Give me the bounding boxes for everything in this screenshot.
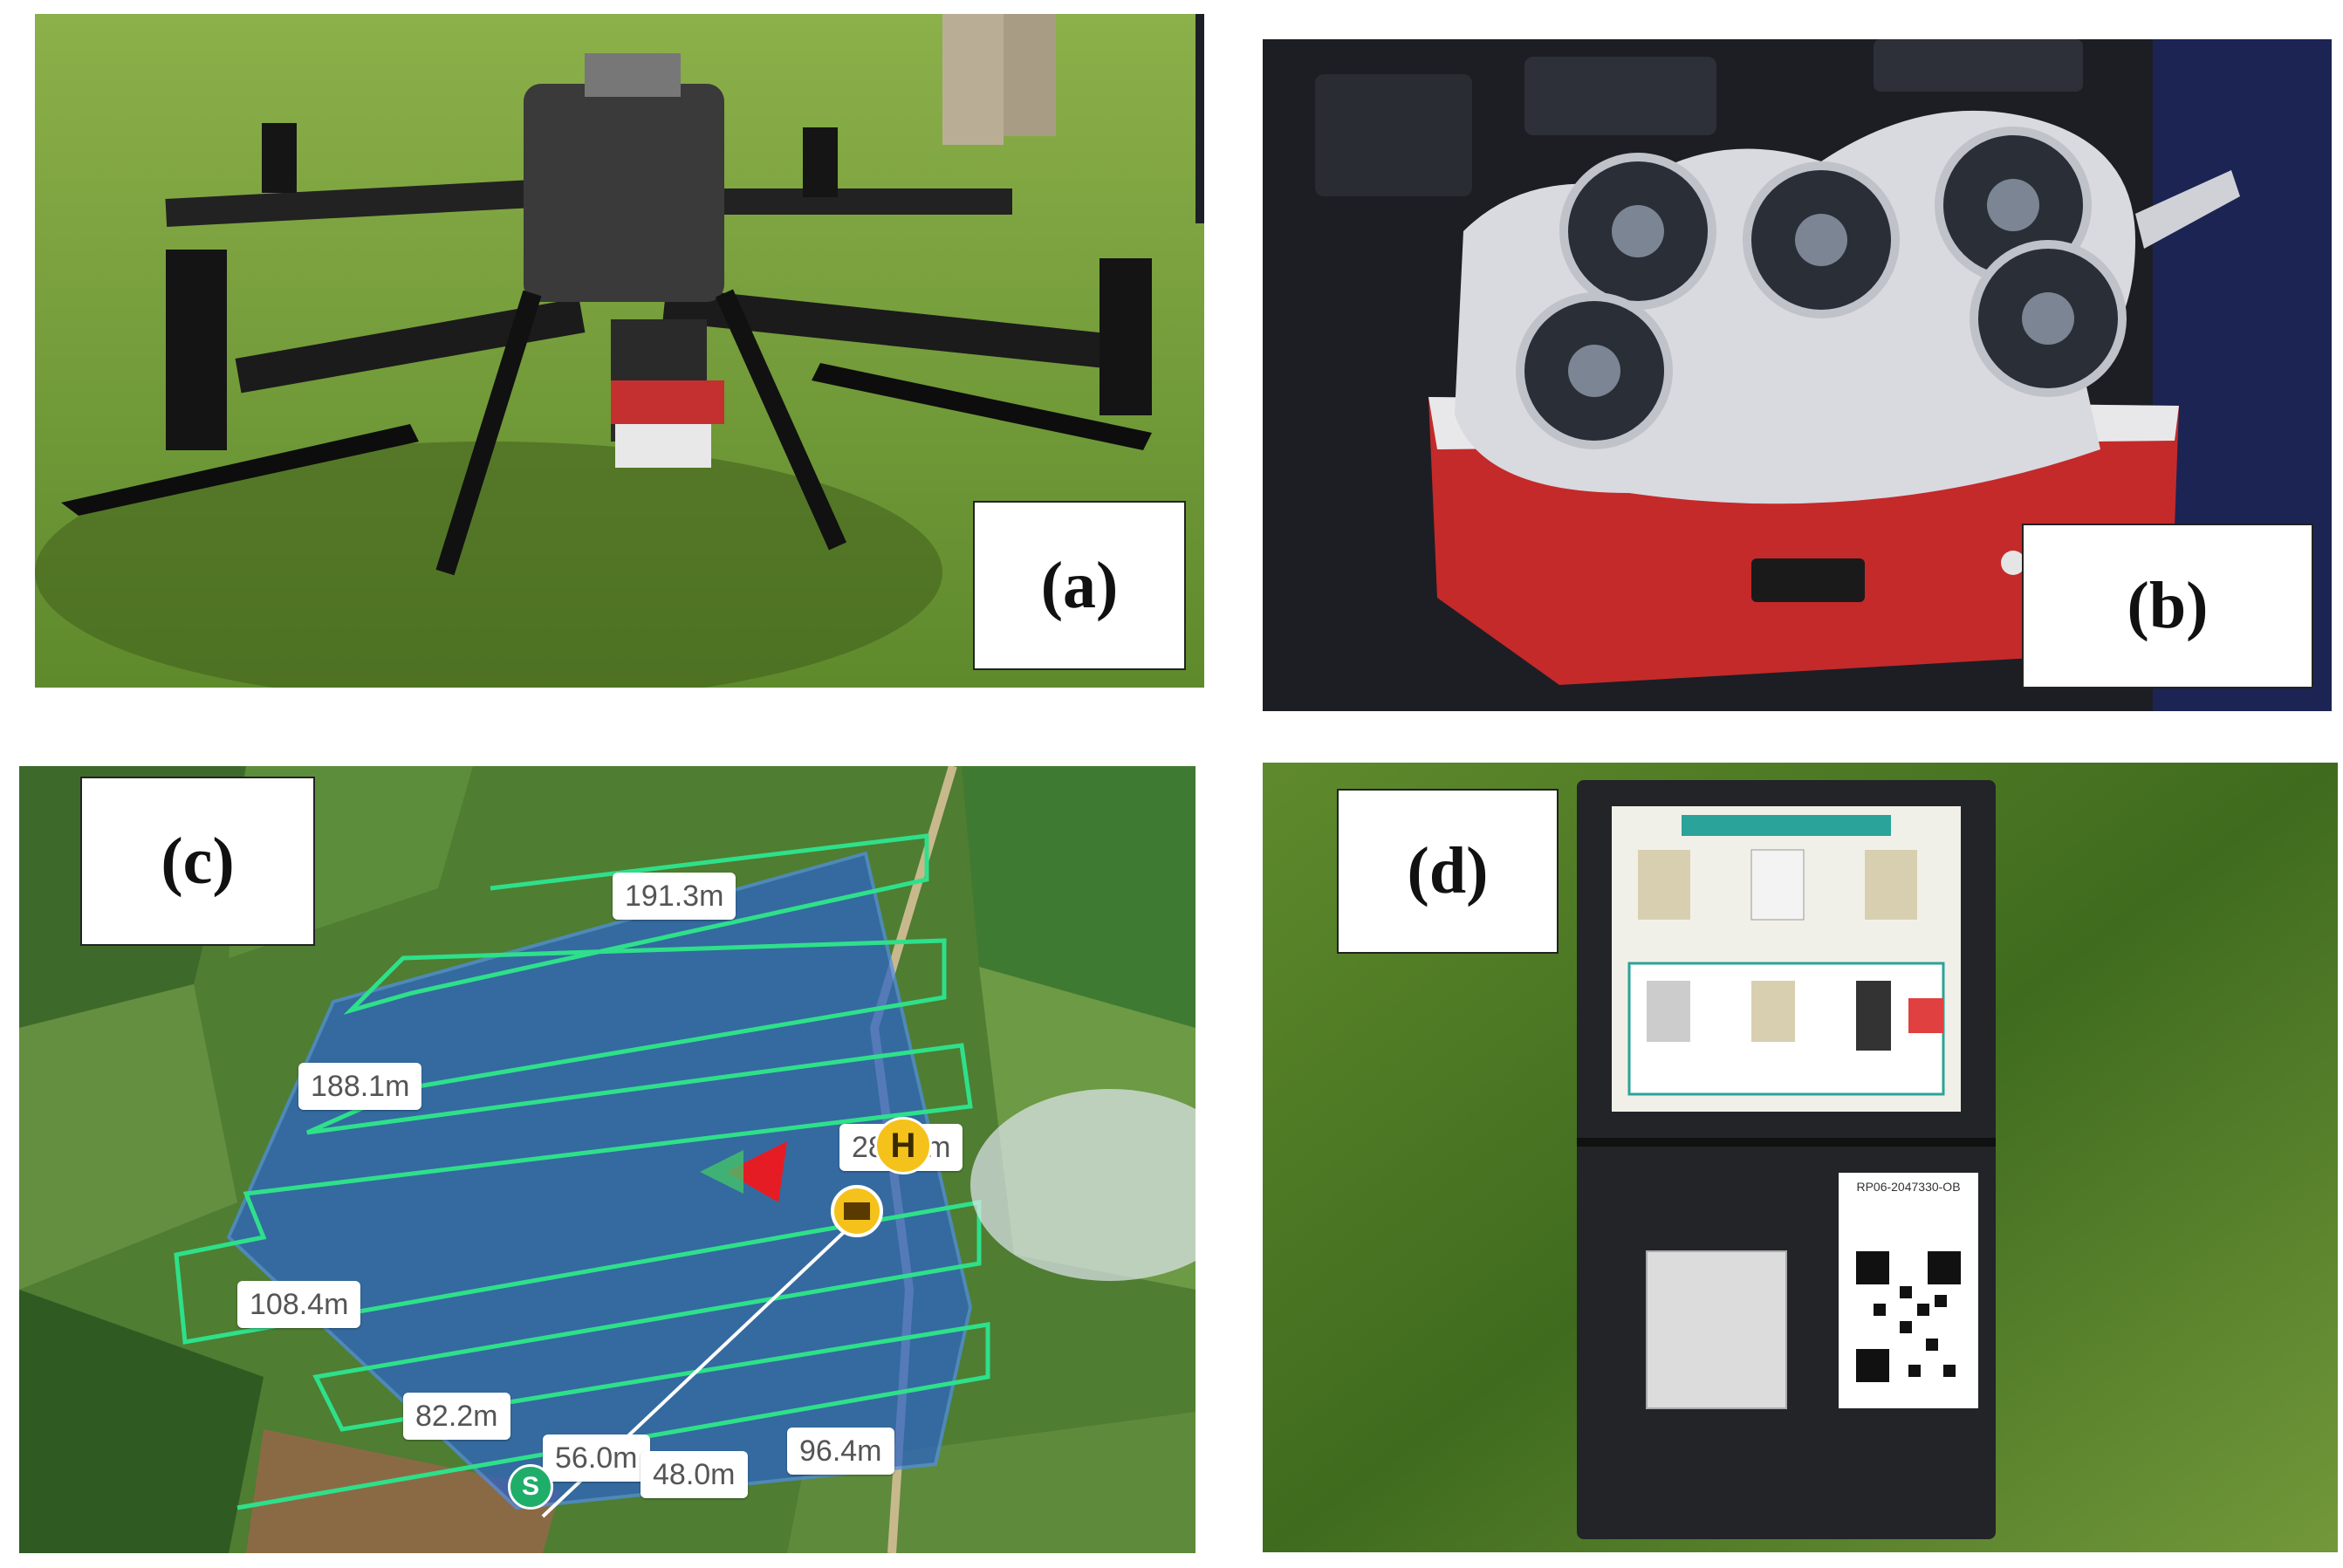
panel-c-flight-plan-map: 191.3m 188.1m 28_.0m 108.4m 82.2m 56.0m … bbox=[19, 766, 1195, 1553]
panel-b-camera-photo: (b) bbox=[1263, 39, 2332, 711]
panel-a-drone-photo: (a) bbox=[35, 14, 1204, 688]
panel-d-calibration-panel-photo: RP06-2047330-OB (d) bbox=[1263, 763, 2338, 1552]
panel-label-b: (b) bbox=[2022, 524, 2313, 688]
panel-label-d: (d) bbox=[1337, 789, 1559, 954]
distance-label-188: 188.1m bbox=[298, 1063, 422, 1110]
calibration-panel-serial: RP06-2047330-OB bbox=[1856, 1180, 1961, 1194]
panel-label-c: (c) bbox=[80, 777, 315, 946]
drone-icon bbox=[35, 14, 1204, 688]
distance-label-96: 96.4m bbox=[787, 1428, 894, 1475]
distance-label-191: 191.3m bbox=[613, 873, 736, 920]
panel-label-a: (a) bbox=[973, 501, 1186, 670]
distance-label-56: 56.0m bbox=[543, 1434, 650, 1482]
distance-label-48: 48.0m bbox=[641, 1451, 748, 1498]
home-point-marker: H bbox=[874, 1117, 932, 1174]
distance-label-108: 108.4m bbox=[237, 1281, 361, 1328]
distance-label-82: 82.2m bbox=[403, 1393, 510, 1440]
start-point-marker: S bbox=[508, 1464, 553, 1510]
